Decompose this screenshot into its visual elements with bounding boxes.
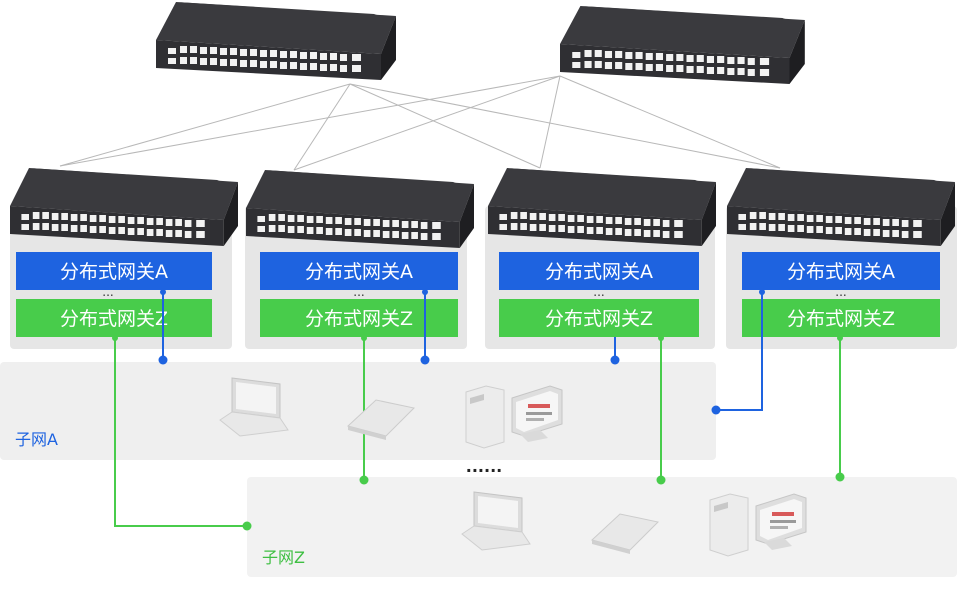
- gateway-a-label: 分布式网关A: [787, 261, 895, 283]
- leaf-switch-1: [10, 168, 239, 246]
- leaf-switch-2: [246, 170, 474, 248]
- gateway-z-label: 分布式网关Z: [305, 308, 413, 330]
- gateway-a-box: [742, 252, 940, 290]
- gateway-z-box: [499, 299, 699, 337]
- uplink-lines: [59, 75, 781, 171]
- gateway-z-box: [16, 299, 212, 337]
- gateway-dots: ...: [835, 285, 846, 299]
- gateway-a-box: [16, 252, 212, 290]
- gateway-dots: ...: [102, 285, 113, 299]
- gateway-z-label: 分布式网关Z: [60, 308, 168, 330]
- gateway-z-label: 分布式网关Z: [787, 308, 895, 330]
- gateway-a-label: 分布式网关A: [60, 261, 168, 283]
- switch-icon: [727, 168, 955, 246]
- leaf-switch-3: [488, 168, 716, 246]
- subnet-z-label: 子网Z: [262, 548, 305, 567]
- subnet-a-links: [162, 291, 763, 411]
- gateway-a-box: [260, 252, 458, 290]
- switch-icon: [560, 6, 805, 84]
- spine-switch-1: [156, 2, 396, 80]
- subnet-a-link-dots: [158, 289, 765, 415]
- switch-icon: [156, 2, 396, 80]
- subnet-z-area: [247, 477, 957, 577]
- gateway-z-label: 分布式网关Z: [545, 308, 653, 330]
- gateway-a-label: 分布式网关A: [545, 261, 653, 283]
- switch-icon: [10, 168, 239, 246]
- switch-icon: [488, 168, 716, 246]
- gateway-z-box: [742, 299, 940, 337]
- gateway-a-label: 分布式网关A: [305, 261, 413, 283]
- leaf-switch-4: [727, 168, 955, 246]
- subnet-z-links: [114, 337, 841, 527]
- spine-switch-2: [560, 6, 805, 84]
- switch-icon: [246, 170, 474, 248]
- gateway-dots: ...: [353, 285, 364, 299]
- subnet-z-link-dots: [112, 335, 845, 531]
- subnet-a-label: 子网A: [15, 430, 58, 449]
- gateway-dots: ...: [593, 285, 604, 299]
- gateway-a-box: [499, 252, 699, 290]
- subnet-a-area: [0, 362, 716, 460]
- subnet-ellipsis: ......: [466, 457, 502, 476]
